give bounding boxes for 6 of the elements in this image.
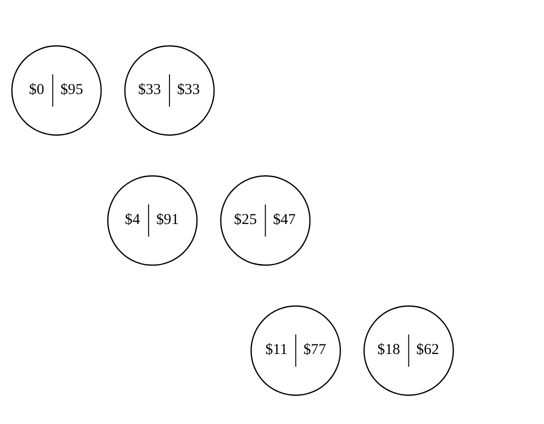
node-circle: $33 $33 (124, 45, 215, 136)
node-circle: $11 $77 (250, 305, 341, 396)
node-circle: $0 $95 (11, 45, 102, 136)
node-circle: $25 $47 (220, 175, 311, 266)
node-circle: $4 $91 (107, 175, 198, 266)
node-circle: $18 $62 (363, 305, 454, 396)
